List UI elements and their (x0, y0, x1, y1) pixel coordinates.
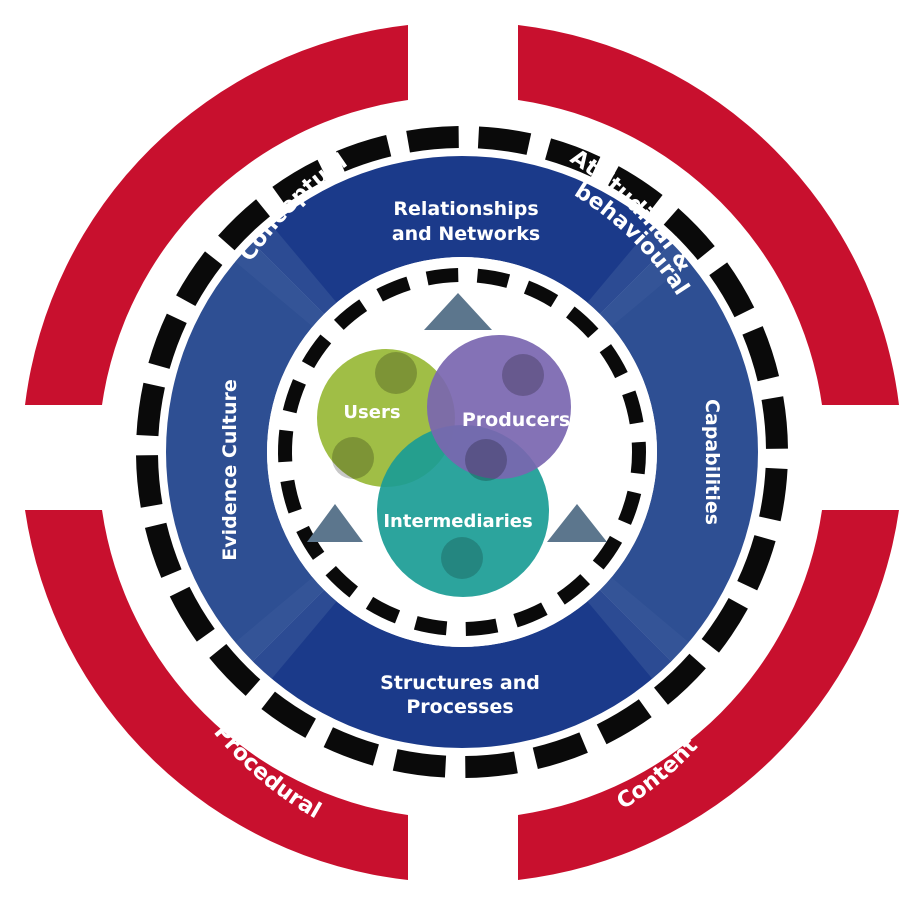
inner-dash-20 (376, 276, 411, 302)
outer-dash-18 (169, 586, 215, 642)
outer-dash-14 (392, 749, 447, 778)
outer-dash-24 (218, 199, 270, 251)
outer-dash-23 (176, 251, 223, 306)
triangle-right-icon (547, 504, 607, 542)
inner-dash-2 (566, 306, 599, 338)
outer-dash-21 (136, 382, 165, 437)
outer-quadrants (25, 25, 899, 880)
user-marker-icon (375, 352, 417, 394)
outer-dash-7 (759, 467, 788, 522)
ring-segment-evidence-culture (166, 242, 325, 662)
quadrant-procedural (25, 510, 408, 880)
ring-label-top-line1: Relationships (393, 198, 538, 220)
blue-ring (166, 156, 759, 748)
triangle-top-icon (424, 293, 492, 330)
inner-dash-18 (301, 334, 332, 369)
inner-dash-1 (523, 280, 559, 308)
ring-segment-capabilities (599, 242, 759, 662)
inner-dash-11 (413, 616, 448, 636)
outer-dash-27 (406, 126, 459, 153)
outer-dash-19 (144, 522, 182, 578)
user-marker-icon (332, 437, 374, 479)
ring-label-left: Evidence Culture (219, 379, 241, 561)
users-label: Users (343, 402, 400, 423)
outer-dash-26 (336, 134, 392, 172)
ring-divider-0 (235, 225, 337, 327)
outer-dash-9 (701, 598, 748, 653)
outer-dash-12 (532, 732, 588, 770)
ring-label-bottom-line1: Structures and (380, 672, 540, 694)
outer-dash-15 (323, 727, 379, 766)
inner-dash-ring (278, 268, 647, 636)
inner-dash-17 (282, 379, 306, 414)
outer-dash-1 (545, 138, 601, 177)
ring-segment-relationships (252, 156, 672, 315)
producers-circle (427, 335, 571, 479)
outer-dash-3 (663, 208, 715, 260)
triangles (307, 293, 607, 542)
quadrant-attitudinal (518, 25, 899, 405)
inner-dash-19 (333, 299, 368, 330)
inner-dash-5 (630, 441, 647, 475)
outer-dash-20 (136, 455, 163, 508)
outer-dash-25 (272, 159, 328, 205)
outer-dash-16 (261, 691, 316, 738)
ring-label-top-line2: and Networks (392, 223, 540, 245)
inner-dash-14 (296, 525, 325, 560)
producer-marker-icon (502, 354, 544, 396)
intermediaries-label: Intermediaries (383, 511, 532, 532)
inner-dash-0 (476, 268, 511, 288)
outer-dash-2 (608, 166, 663, 213)
triangle-left-icon (307, 504, 363, 542)
inner-dash-21 (425, 268, 459, 286)
outer-dash-0 (477, 126, 532, 155)
inner-dash-4 (622, 390, 644, 425)
outer-dash-13 (465, 751, 518, 778)
quadrant-content (518, 510, 899, 880)
outer-dash-6 (761, 396, 788, 449)
ring-label-bottom-line2: Processes (406, 696, 513, 718)
ring-divider-2 (587, 577, 689, 679)
inner-dash-8 (556, 574, 591, 605)
ring-divider-1 (587, 225, 689, 327)
ring-segment-structures (252, 589, 672, 748)
producers-label: Producers (462, 409, 570, 431)
outer-dash-11 (596, 699, 652, 745)
intermediary-marker-icon (441, 537, 483, 579)
inner-dash-9 (513, 602, 548, 628)
inner-dash-7 (592, 535, 623, 570)
inner-dash-3 (599, 344, 628, 379)
inner-dash-10 (465, 618, 499, 636)
producer-marker-icon (465, 439, 507, 481)
outer-dash-22 (148, 313, 187, 369)
outer-dash-17 (209, 644, 261, 696)
inner-dash-15 (280, 479, 302, 514)
inner-dash-16 (278, 429, 294, 463)
outer-dash-10 (654, 653, 706, 705)
core-circles (317, 335, 571, 597)
outer-dash-ring (136, 126, 788, 778)
outer-dash-5 (742, 326, 780, 382)
inner-dash-12 (365, 596, 401, 624)
inner-dash-6 (618, 490, 642, 525)
quadrant-conceptual (25, 25, 408, 405)
ring-divider-3 (235, 577, 337, 679)
outer-dash-8 (737, 535, 776, 591)
inner-dash-13 (325, 566, 358, 598)
outer-dash-4 (709, 262, 755, 318)
ring-label-right: Capabilities (701, 399, 723, 525)
